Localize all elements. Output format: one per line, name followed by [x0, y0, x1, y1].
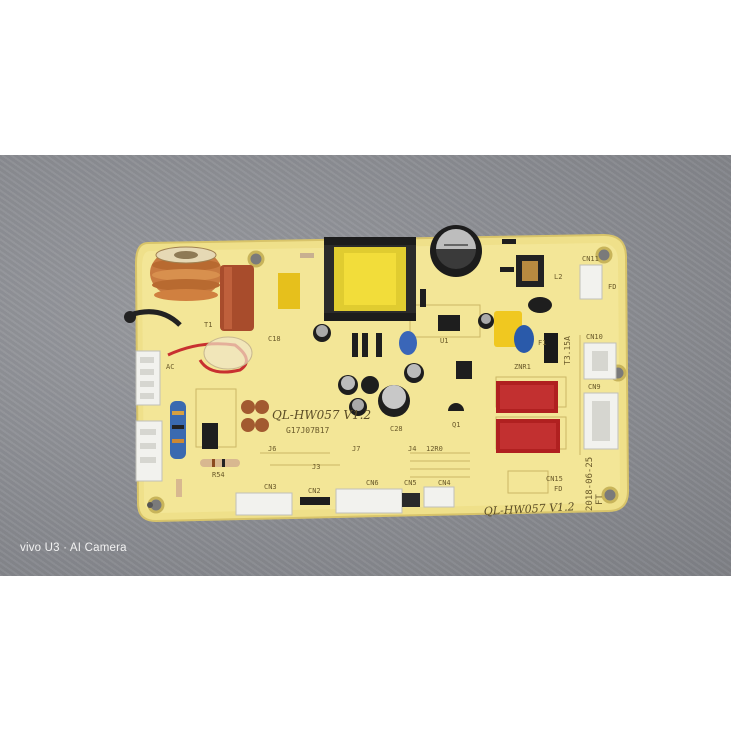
label-ac: AC — [166, 363, 174, 371]
label-cn5: CN5 — [404, 479, 417, 487]
label-cn9: CN9 — [588, 383, 601, 391]
photo-background: QL-HW057 V1.2 G17J07B17 QL-HW057 V1.2 20… — [0, 155, 731, 576]
resistors — [176, 253, 314, 497]
ic-u1 — [438, 315, 460, 331]
label-j6: J6 — [268, 445, 276, 453]
label-c18: C18 — [268, 335, 281, 343]
label-j3: J3 — [312, 463, 320, 471]
small-capacitors — [241, 313, 494, 432]
label-q1: Q1 — [452, 421, 460, 429]
label-r54: R54 — [212, 471, 225, 479]
date-mark: FT — [595, 494, 605, 505]
camera-watermark: vivo U3 · AI Camera — [20, 542, 127, 554]
label-c28: C28 — [390, 425, 403, 433]
batch-code: G17J07B17 — [286, 426, 330, 435]
blue-varistor — [514, 325, 534, 353]
diodes — [352, 239, 516, 357]
inductor-coil — [124, 246, 222, 327]
pcb-board: QL-HW057 V1.2 G17J07B17 QL-HW057 V1.2 20… — [124, 225, 630, 523]
regulator — [202, 423, 218, 449]
label-j7: J7 — [352, 445, 360, 453]
date-code: 2018-06-25 — [585, 457, 595, 511]
label-12r0: 12R0 — [426, 445, 443, 453]
label-u1: U1 — [440, 337, 448, 345]
power-resistor — [170, 401, 186, 459]
label-fd: FD — [608, 283, 616, 291]
label-cn3: CN3 — [264, 483, 277, 491]
label-f1: F1 — [538, 339, 546, 347]
pin-header-cn2 — [300, 497, 330, 505]
label-cn6: CN6 — [366, 479, 379, 487]
label-cn2: CN2 — [308, 487, 321, 495]
white-connectors — [135, 264, 619, 516]
bridge-rectifier — [456, 361, 472, 379]
label-cn15-sub: FD — [554, 485, 562, 493]
fuse-rating: T3.15A — [563, 336, 572, 365]
silkscreen-text: QL-HW057 V1.2 G17J07B17 QL-HW057 V1.2 20… — [166, 255, 616, 518]
bulk-capacitor — [430, 225, 482, 277]
label-cn15: CN15 — [546, 475, 563, 483]
transformer-t1 — [324, 237, 416, 321]
label-cn4: CN4 — [438, 479, 451, 487]
label-t1: T1 — [204, 321, 212, 329]
label-znr1: ZNR1 — [514, 363, 531, 371]
label-cn11: CN11 — [582, 255, 599, 263]
model-bottom: QL-HW057 V1.2 — [483, 500, 574, 518]
model-main: QL-HW057 V1.2 — [272, 408, 371, 422]
film-cap-1 — [278, 273, 300, 309]
label-j4: J4 — [408, 445, 416, 453]
label-l2: L2 — [554, 273, 562, 281]
label-cn10: CN10 — [586, 333, 603, 341]
